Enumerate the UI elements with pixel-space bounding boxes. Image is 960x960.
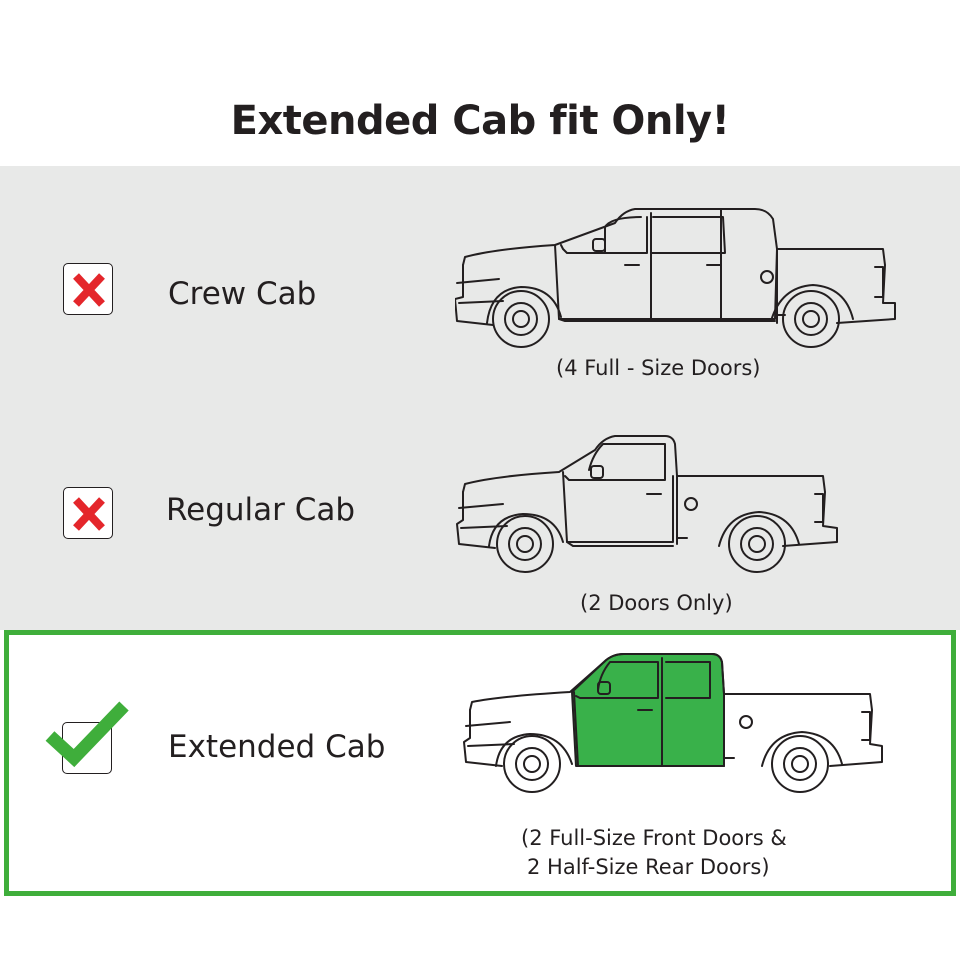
crew-cab-status-box — [63, 263, 113, 315]
not-fit-panel — [0, 166, 960, 630]
crew-cab-caption: (4 Full - Size Doors) — [556, 356, 761, 380]
regular-cab-status-box — [63, 487, 113, 539]
extended-cab-caption-line1: (2 Full-Size Front Doors & — [521, 826, 787, 850]
crew-cab-label: Crew Cab — [168, 276, 317, 312]
regular-cab-caption: (2 Doors Only) — [580, 591, 733, 615]
fit-highlight-frame — [4, 630, 956, 896]
extended-cab-label: Extended Cab — [168, 729, 386, 765]
cross-icon — [73, 273, 105, 307]
page-title: Extended Cab fit Only! — [230, 98, 730, 144]
extended-cab-truck-illustration — [463, 653, 883, 793]
regular-cab-truck-illustration — [456, 435, 838, 573]
extended-cab-caption-line2: 2 Half-Size Rear Doors) — [527, 855, 770, 879]
regular-cab-label: Regular Cab — [166, 492, 356, 528]
crew-cab-truck-illustration — [455, 208, 896, 348]
checkmark-icon — [45, 701, 129, 768]
cross-icon — [73, 497, 105, 531]
